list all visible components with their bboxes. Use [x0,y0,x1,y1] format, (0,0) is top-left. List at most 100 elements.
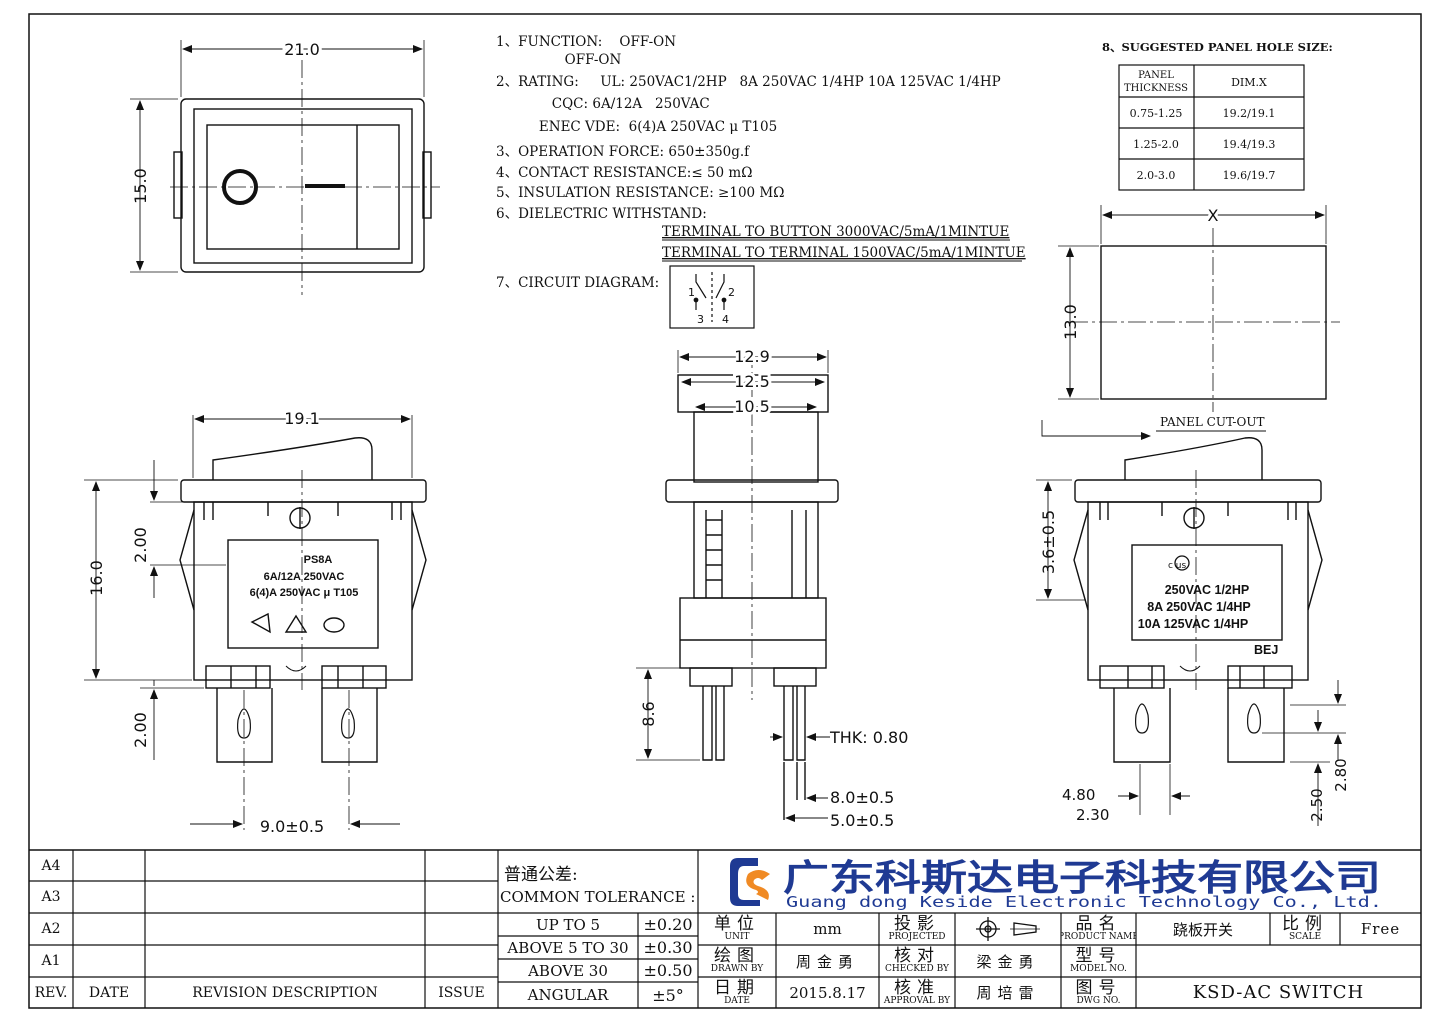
panel-hole-header-dim: DIM.X [1231,76,1267,89]
panel-hole-row-1-dim: 19.2/19.1 [1223,107,1276,120]
circuit-pin-3: 3 [697,313,704,326]
tolerance-value-4: ±5° [652,985,684,1005]
tolerance-title-cn: 普通公差: [504,864,578,885]
rev-header-issue: ISSUE [438,984,485,1001]
side-dim-a: 8.0±0.5 [830,788,894,807]
date-label-cn: 日期 [714,977,760,998]
drawn-label-cn: 绘图 [714,946,760,966]
tolerance-title-en: COMMON TOLERANCE : [500,888,696,906]
spec-line-2: OFF-ON [496,52,621,68]
company-name-en: Guang dong Keside Electronic Technology … [786,893,1382,911]
side-dim-pin: 8.6 [639,701,658,726]
circuit-pin-2: 2 [728,286,735,299]
panel-cutout-label: PANEL CUT-OUT [1160,415,1264,429]
rev-a2: A2 [41,921,61,937]
tolerance-range-1: UP TO 5 [535,915,601,934]
projected-label: 投影 PROJECTED [879,913,955,945]
spec-line-8: 5、INSULATION RESISTANCE: ≥100 MΩ [496,185,784,201]
right-ul-mark: c us [1168,561,1187,571]
unit-label-en: UNIT [724,932,750,942]
checked-label: 核对 CHECKED BY [879,945,955,977]
right-dim-230: 2.30 [1076,806,1109,824]
front-dim-height: 16.0 [87,560,106,596]
top-view [130,40,440,295]
checked-label-cn: 核对 [894,946,940,966]
sheet-border [28,13,1422,1009]
rev-header-desc: REVISION DESCRIPTION [192,984,378,1001]
front-view [84,415,427,830]
drawn-label: 绘图 DRAWN BY [698,945,776,977]
front-dim-width: 19.1 [284,409,320,428]
rev-a1: A1 [41,953,61,969]
cutout-dim-x: X [1208,206,1219,225]
scale-value: Free [1360,920,1401,938]
panel-hole-row-1-thickness: 0.75-1.25 [1130,107,1183,120]
unit-label-cn: 单位 [714,914,760,934]
right-label-line-1: 250VAC 1/2HP [1165,583,1250,597]
approval-label-en: APPROVAL BY [883,995,951,1006]
ul-logo [1174,555,1190,571]
tolerance-value-1: ±0.20 [643,915,693,934]
dielectric-line-1: TERMINAL TO BUTTON 3000VAC/5mA/1MINTUE [662,224,1009,240]
front-label-line-2: 6A/12A 250VAC [264,571,345,583]
certification-marks [250,612,345,634]
side-dim-outer: 12.9 [734,347,770,366]
panel-cutout-leader [1041,420,1266,440]
projection-symbol-icon [976,917,1040,941]
side-dim-inner: 10.5 [734,397,770,416]
spec-line-7: 4、CONTACT RESISTANCE:≤ 50 mΩ [496,165,752,181]
panel-hole-row-3-thickness: 2.0-3.0 [1137,169,1176,182]
circuit-diagram [669,265,755,329]
panel-hole-header-thickness: PANEL [1138,70,1174,81]
scale-label: 比例 SCALE [1270,913,1340,945]
right-dim-height: 3.6±0.5 [1039,510,1058,574]
dwg-label-cn: 图号 [1075,977,1122,998]
front-dim-upper: 2.00 [131,527,150,563]
front-dim-pitch: 9.0±0.5 [260,817,324,836]
date-label-en: DATE [724,995,750,1006]
date-label: 日期 DATE [698,977,776,1008]
approval-label-cn: 核准 [894,977,940,998]
right-label-line-2: 8A 250VAC 1/4HP [1147,600,1251,614]
panel-hole-table [1118,64,1305,191]
side-view [636,350,839,822]
right-label-line-3: 10A 125VAC 1/4HP [1138,617,1248,631]
side-dim-mid: 12.5 [734,372,770,391]
spec-line-4: CQC: 6A/12A 250VAC [496,96,710,112]
projected-label-cn: 投影 [894,914,940,934]
panel-hole-title: 8、SUGGESTED PANEL HOLE SIZE: [1102,40,1333,54]
tolerance-range-4: ANGULAR [527,986,609,1004]
drawn-value: 周金勇 [795,952,859,971]
tolerance-range-2: ABOVE 5 TO 30 [507,938,629,957]
product-label-cn: 品名 [1075,914,1122,934]
unit-label: 单位 UNIT [698,913,776,945]
right-dim-280: 2.80 [1332,758,1350,791]
panel-hole-header-thickness-2: THICKNESS [1124,83,1188,94]
circuit-title: 7、CIRCUIT DIAGRAM: [496,275,659,291]
product-label-en: PRODUCT NAME [1061,932,1136,942]
product-label: 品名 PRODUCT NAME [1061,913,1136,945]
tolerance-value-2: ±0.30 [643,938,693,957]
model-label-cn: 型号 [1075,946,1122,966]
right-dim-480: 4.80 [1062,786,1095,804]
rev-header-date: DATE [88,984,130,1001]
rev-a4: A4 [41,857,61,874]
dielectric-line-2: TERMINAL TO TERMINAL 1500VAC/5mA/1MINTUE [662,245,1026,261]
drawn-label-en: DRAWN BY [710,964,764,974]
rev-header-rev: REV. [34,984,68,1001]
model-label: 型号 MODEL NO. [1061,945,1136,977]
approval-label: 核准 APPROVAL BY [879,977,955,1008]
panel-hole-row-2-dim: 19.4/19.3 [1223,138,1276,151]
front-label-line-1: PS8A [304,554,333,566]
dwg-label: 图号 DWG NO. [1061,977,1136,1008]
model-label-en: MODEL NO. [1070,964,1127,974]
side-thk: THK: 0.80 [829,728,908,747]
spec-line-1: 1、FUNCTION: OFF-ON [496,34,676,50]
tolerance-value-3: ±0.50 [643,961,693,980]
side-dim-b: 5.0±0.5 [830,811,894,830]
top-dim-width: 21.0 [284,40,320,59]
spec-line-6: 3、OPERATION FORCE: 650±350g.f [496,144,750,160]
spec-line-3: 2、RATING: UL: 250VAC1/2HP 8A 250VAC 1/4H… [496,74,1001,90]
circuit-pin-1: 1 [688,286,695,299]
